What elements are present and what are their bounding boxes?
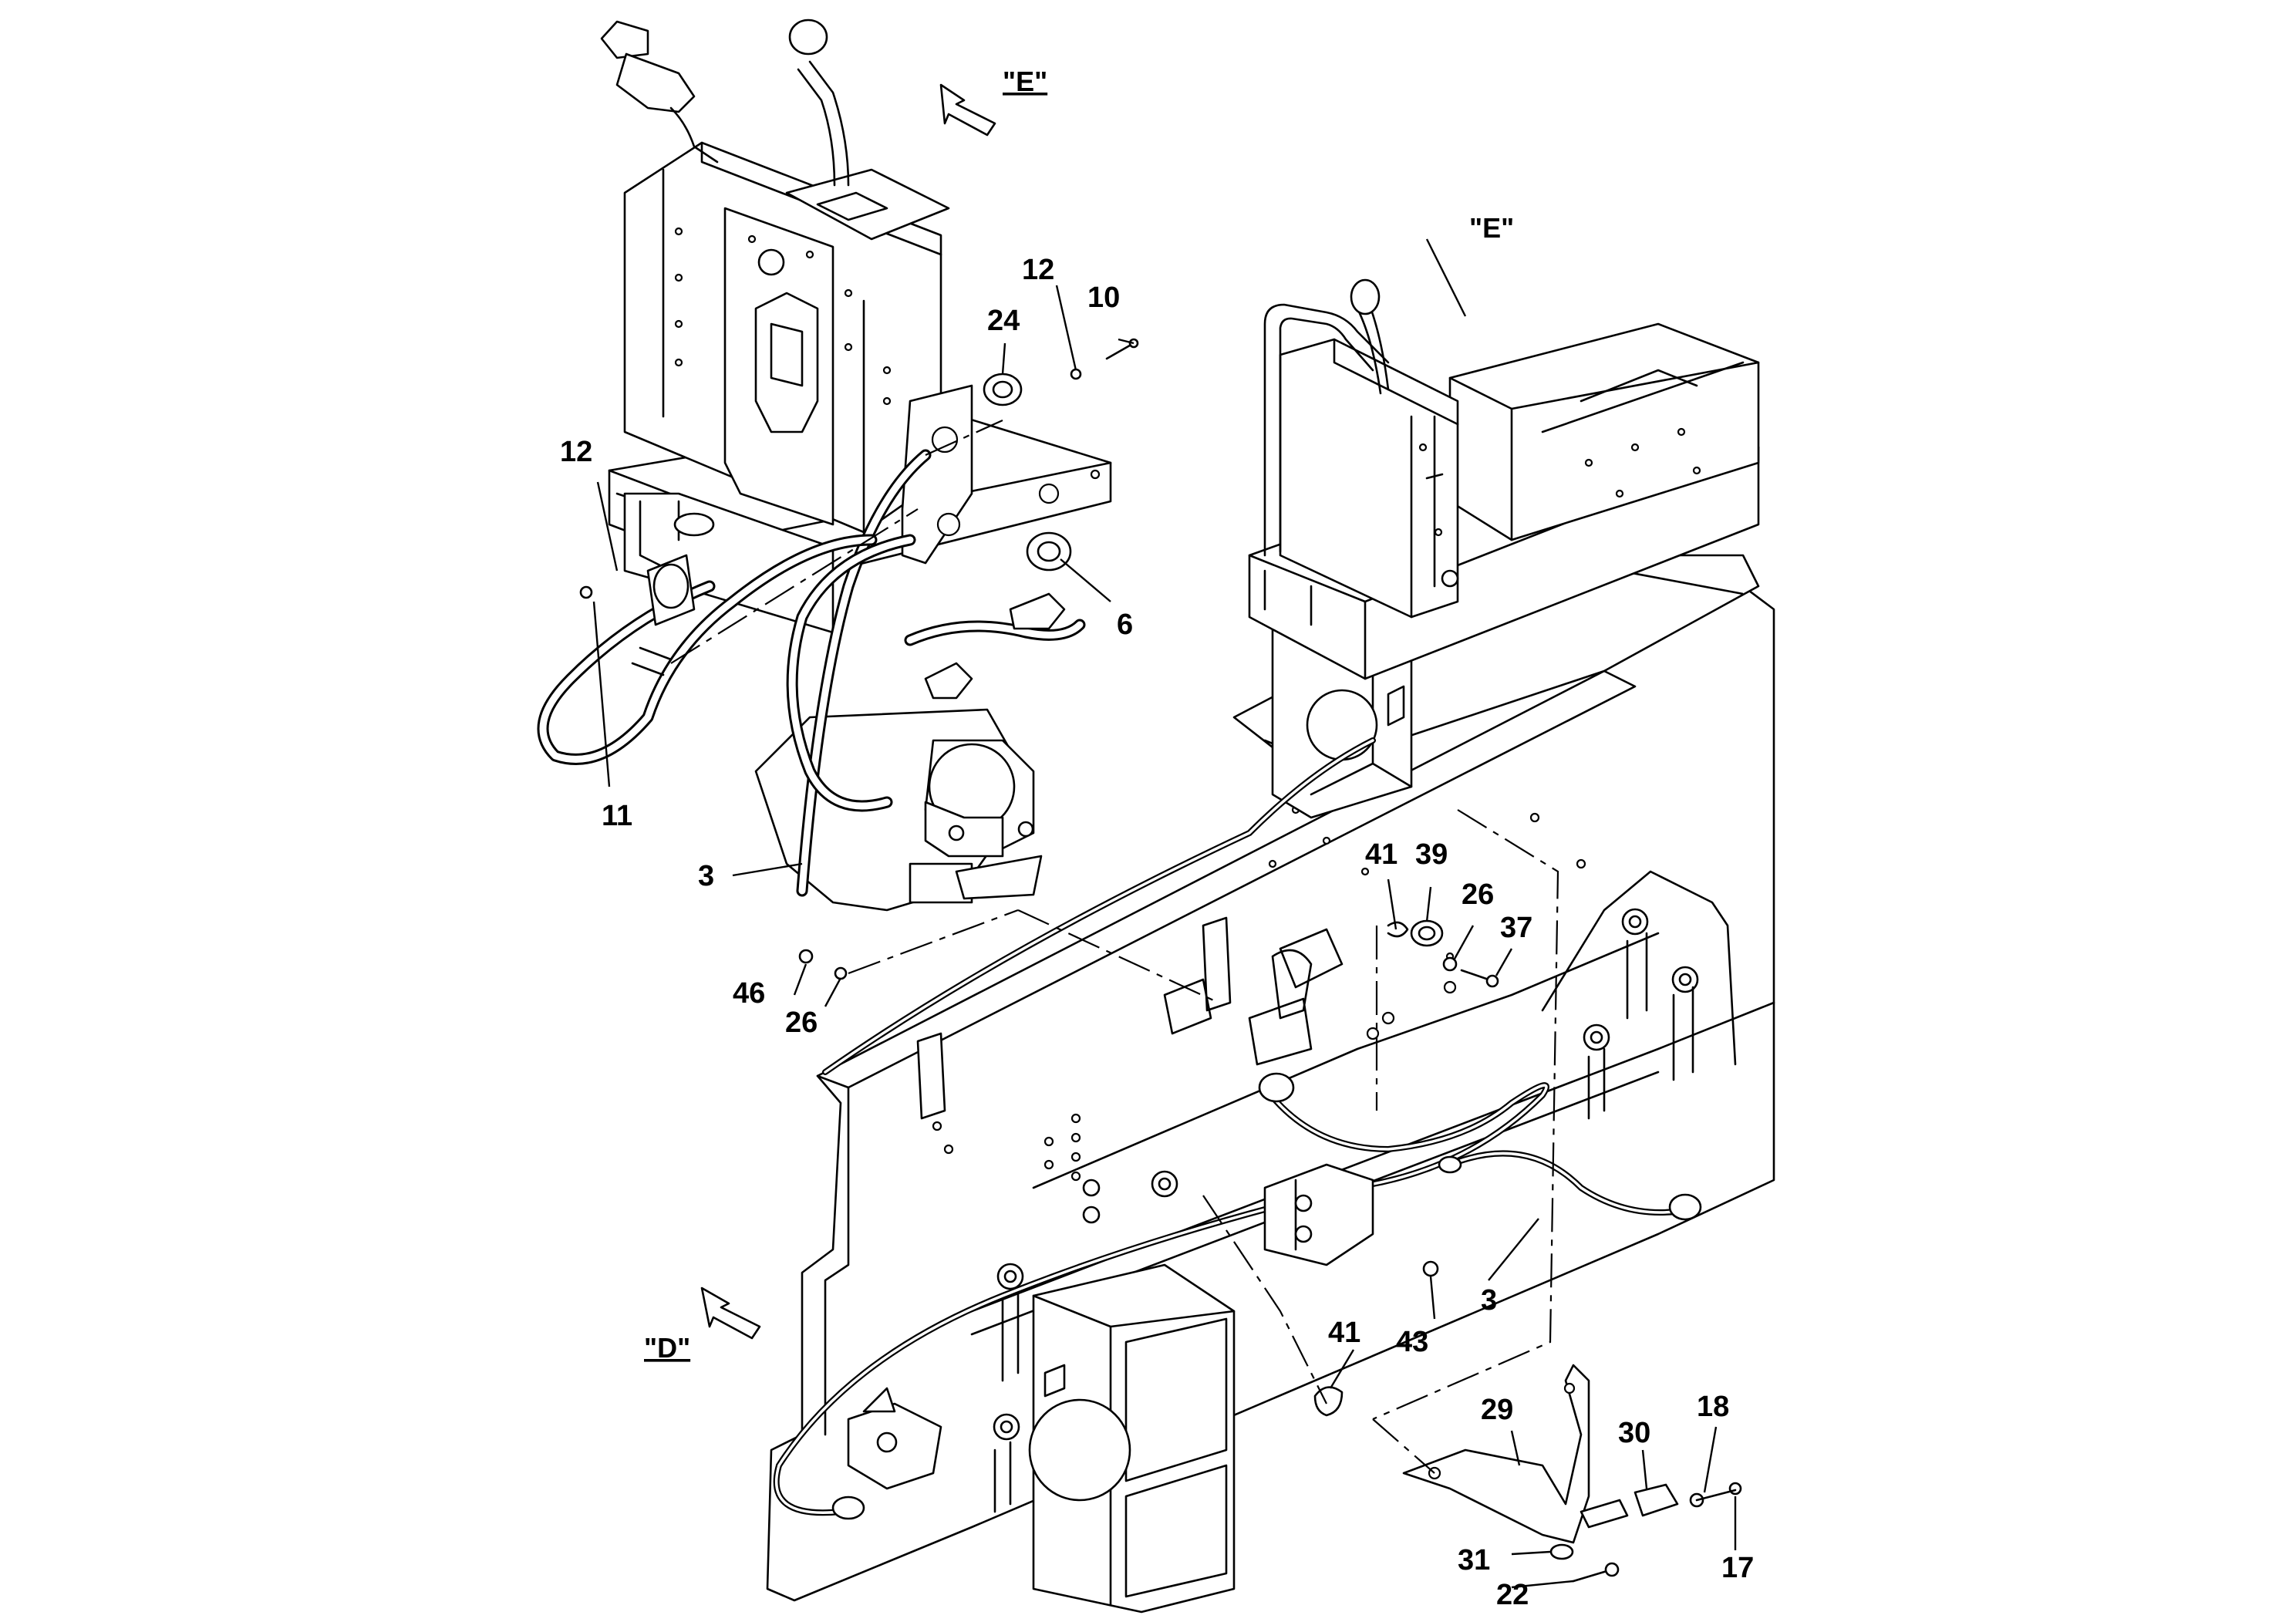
callout-10: 10 — [1087, 282, 1120, 314]
key-switch — [600, 20, 719, 164]
view-arrow-E — [939, 83, 996, 137]
callout-17: 17 — [1721, 1552, 1754, 1584]
view-label-D-arrow: "D" — [644, 1332, 690, 1364]
callout-11: 11 — [602, 800, 632, 832]
horn-assembly — [754, 708, 1043, 912]
callout-26: 26 — [785, 1007, 818, 1039]
loose-parts — [579, 338, 1499, 1417]
callout-6: 6 — [1117, 609, 1133, 641]
callout-31: 31 — [1458, 1544, 1490, 1576]
callout-labels: 12 10 24 12 6 11 3 41 39 26 37 46 26 3 4… — [560, 254, 1754, 1611]
view-arrow-D — [700, 1286, 761, 1340]
view-labels: "E" "E" "D" — [644, 66, 1514, 1364]
wire-harness-3 — [537, 449, 1702, 1520]
callout-41: 41 — [1328, 1317, 1360, 1349]
callout-30: 30 — [1618, 1417, 1650, 1449]
callout-12: 12 — [560, 436, 592, 468]
callout-41: 41 — [1365, 838, 1397, 871]
bracket-29 — [1402, 1364, 1742, 1583]
view-arrows — [700, 83, 996, 1340]
callout-43: 43 — [1396, 1326, 1428, 1358]
callout-3: 3 — [1481, 1284, 1497, 1317]
frame-bolts — [993, 908, 1699, 1441]
frame-holes — [932, 805, 1586, 1182]
right-console — [1248, 278, 1760, 819]
callout-37: 37 — [1500, 912, 1532, 944]
callout-46: 46 — [733, 977, 765, 1010]
callout-12: 12 — [1022, 254, 1054, 286]
callout-22: 22 — [1496, 1579, 1529, 1611]
callout-24: 24 — [987, 305, 1020, 337]
callout-26: 26 — [1462, 878, 1494, 911]
leader-lines — [592, 238, 1737, 1589]
view-label-E-top: "E" — [1469, 212, 1514, 244]
callout-29: 29 — [1481, 1394, 1513, 1426]
callout-3: 3 — [698, 860, 714, 892]
switch-brackets — [847, 1163, 1374, 1490]
gear-cover — [1028, 1263, 1236, 1614]
callout-18: 18 — [1697, 1391, 1729, 1423]
alignment-lines — [670, 419, 1559, 1474]
view-label-E-arrow: "E" — [1003, 66, 1047, 97]
left-console — [600, 19, 1112, 634]
callout-39: 39 — [1415, 838, 1448, 871]
